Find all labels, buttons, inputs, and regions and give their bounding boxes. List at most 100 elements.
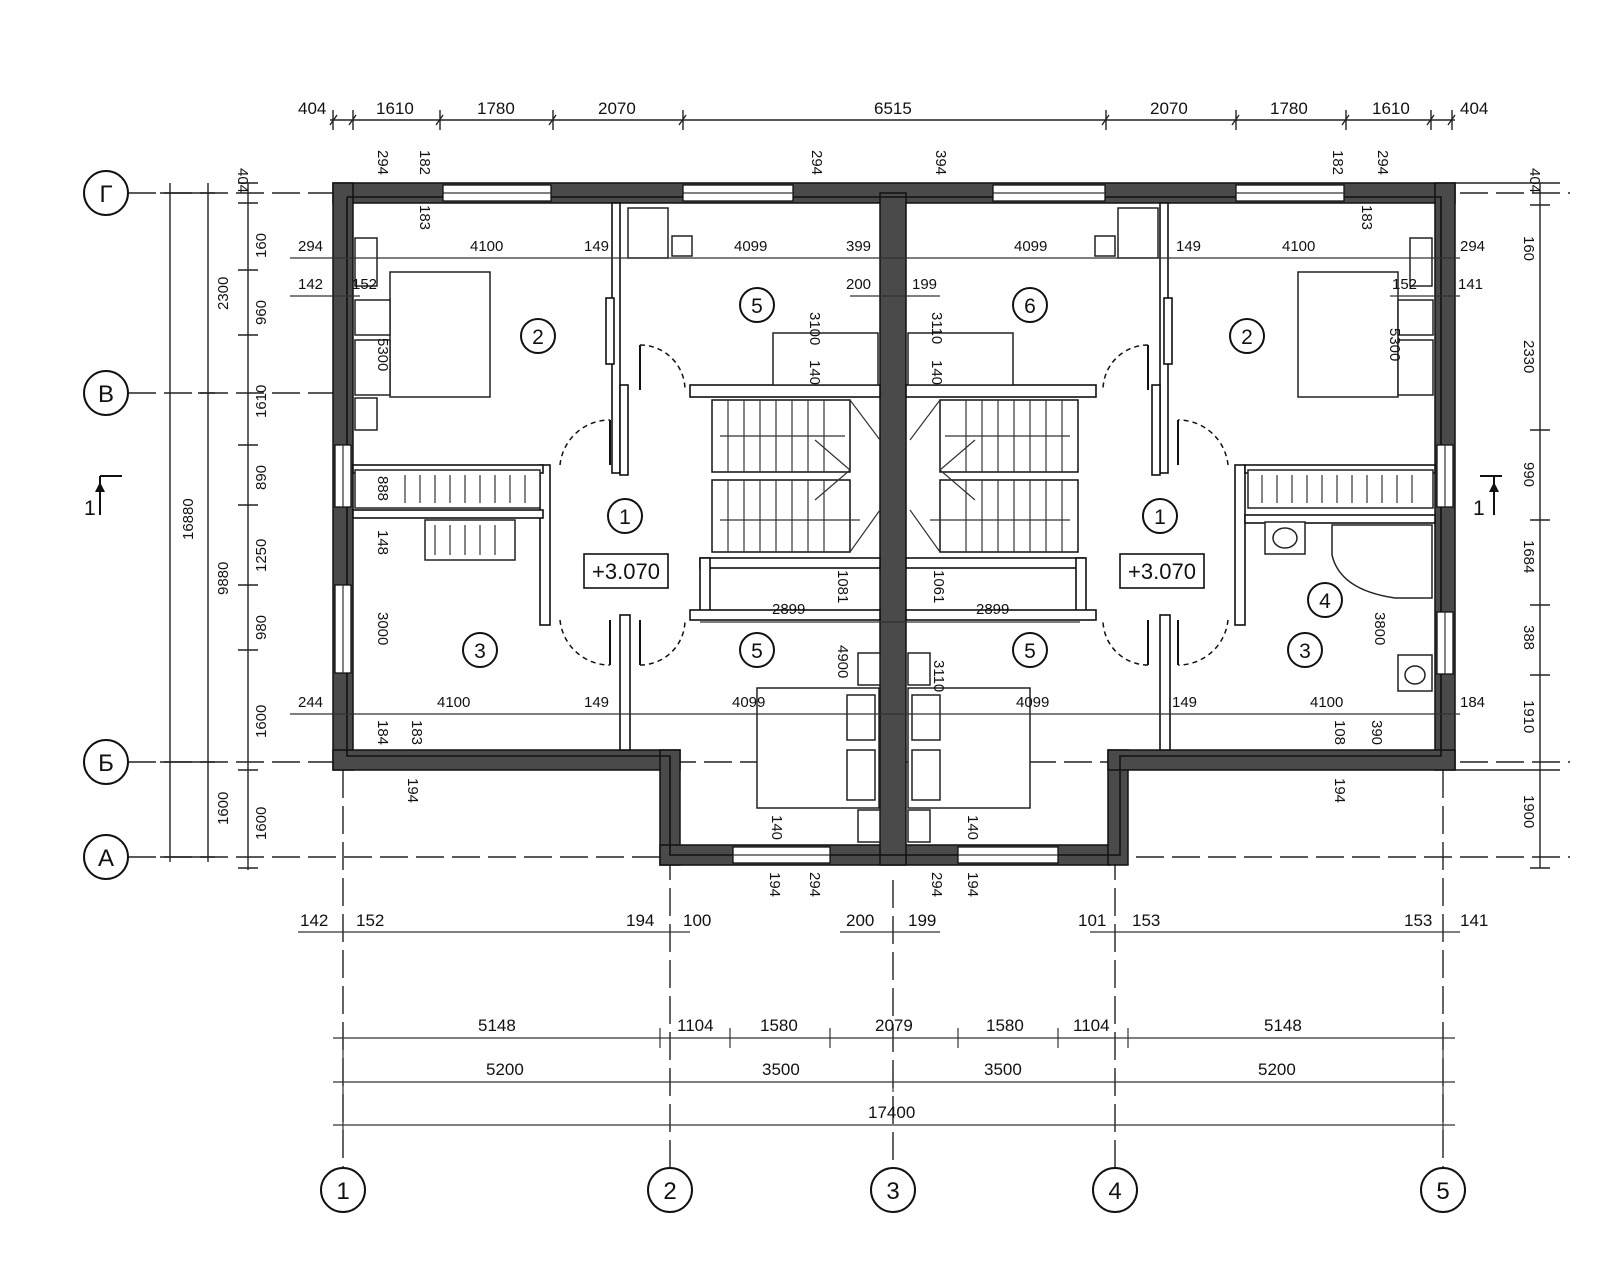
vert-dim-21: 140 [768,815,785,840]
level-marks: +3.070 +3.070 [583,553,1205,589]
level-right: +3.070 [1128,559,1196,584]
room-markers: 1 2 3 5 5 6 1 2 3 4 5 [462,287,1343,668]
axis-letter-bubbles: Г В Б А [83,170,129,880]
inner-mid-5: 141 [1458,276,1483,293]
inner-bot-0: 244 [298,694,323,711]
windows [334,184,1454,864]
axis-number-5: 5 [1436,1178,1449,1205]
wall-mark-8: 183 [1358,205,1375,230]
chain1-0: 5148 [478,1016,516,1035]
room-2-right: 2 [1241,326,1253,349]
interior-partitions [352,202,1436,751]
wall-mark-3: 183 [416,205,433,230]
doors [559,297,1229,666]
inner-mid-4: 152 [1392,276,1417,293]
axis-number-4: 4 [1108,1178,1121,1205]
vert-dim-12: 3800 [1371,612,1388,645]
axis-letter-v: В [98,381,114,408]
inner-top-2: 149 [584,238,609,255]
section-mark-left-label: 1 [84,497,96,520]
right-dim-4: 388 [1520,625,1537,650]
inner-mid-3: 199 [912,276,937,293]
bottom-dimensions: 142 152 194 100 200 199 101 153 153 141 … [300,911,1488,1122]
inner-bot-3: 4099 [732,694,765,711]
vert-dim-25: 294 [928,872,945,897]
chain1-4: 1580 [986,1016,1024,1035]
stair-width-left: 2899 [772,601,805,618]
vert-dim-19: 108 [1331,720,1348,745]
vert-dim-8: 3000 [374,612,391,645]
left-inner-dim-4: 1250 [253,539,270,572]
bottom-offset-0: 142 [300,911,328,930]
inner-dimension-text: 294 4100 149 4099 399 4099 149 4100 294 … [298,238,1485,897]
level-left: +3.070 [592,559,660,584]
left-outer-dim-1: 9880 [215,562,232,595]
inner-bot-4: 4099 [1016,694,1049,711]
left-inner-dim-3: 890 [253,465,270,490]
left-dimension-chains: 16880 2300 9880 1600 160 960 1610 890 12… [160,182,270,870]
vert-dim-6: 4900 [834,645,851,678]
right-top-mark: 404 [1526,168,1543,193]
room-3-right: 3 [1299,640,1311,663]
vert-dim-5: 1061 [930,570,947,603]
left-inner-dim-6: 1600 [253,705,270,738]
axis-number-bubbles: 1 2 3 4 5 [320,1167,1466,1213]
room-5-upper: 5 [751,295,763,318]
chain2-0: 5200 [486,1060,524,1079]
inner-bot-2: 149 [584,694,609,711]
right-dim-3: 1684 [1520,540,1537,573]
left-inner-dim-1: 960 [253,300,270,325]
stairs-right [909,399,1079,553]
left-overall-dim: 16880 [180,498,197,540]
inner-bot-6: 4100 [1310,694,1343,711]
bottom-offset-8: 153 [1404,911,1432,930]
bottom-offset-3: 100 [683,911,711,930]
right-dim-0: 160 [1520,236,1537,261]
vert-dim-23: 194 [766,872,783,897]
inner-mid-2: 200 [846,276,871,293]
top-dim-1: 1610 [376,99,414,118]
top-dim-5: 2070 [1150,99,1188,118]
vert-dim-24: 294 [806,872,823,897]
axis-number-1: 1 [336,1178,349,1205]
vert-dim-0: 3100 [806,312,823,345]
top-dim-6: 1780 [1270,99,1308,118]
vert-dim-15: 183 [408,720,425,745]
inner-bot-1: 4100 [437,694,470,711]
section-mark-right: 1 [1473,475,1502,520]
inner-mid-0: 142 [298,276,323,293]
left-inner-dim-0: 160 [253,233,270,258]
bottom-offset-5: 199 [908,911,936,930]
room-5-lower-right: 5 [1024,640,1036,663]
bottom-offset-6: 101 [1078,911,1106,930]
inner-top-6: 149 [1176,238,1201,255]
section-mark-left: 1 [84,475,122,520]
right-dim-1: 2330 [1520,340,1537,373]
vert-dim-3: 140 [928,360,945,385]
bottom-offset-1: 152 [356,911,384,930]
vert-dim-22: 140 [964,815,981,840]
vert-dim-14: 888 [374,476,391,501]
inner-top-8: 294 [1460,238,1485,255]
inner-top-7: 4100 [1282,238,1315,255]
inner-mid-1: 152 [352,276,377,293]
right-dim-2: 990 [1520,462,1537,487]
bottom-offset-2: 194 [626,911,654,930]
wall-mark-6: 182 [1329,150,1346,175]
vert-dim-1: 140 [806,360,823,385]
room-1-left: 1 [619,506,631,529]
top-dim-2: 1780 [477,99,515,118]
bottom-offset-9: 141 [1460,911,1488,930]
inner-top-4: 399 [846,238,871,255]
vert-dim-16: 184 [374,720,391,745]
right-dim-5: 1910 [1520,700,1537,733]
inner-top-1: 4100 [470,238,503,255]
vert-dim-13: 148 [374,530,391,555]
vert-dim-20: 390 [1368,720,1385,745]
left-inner-dim-7: 1600 [253,807,270,840]
vert-dim-2: 3110 [928,312,945,344]
bottom-offset-4: 200 [846,911,874,930]
room-6: 6 [1024,295,1036,318]
top-dim-7: 1610 [1372,99,1410,118]
